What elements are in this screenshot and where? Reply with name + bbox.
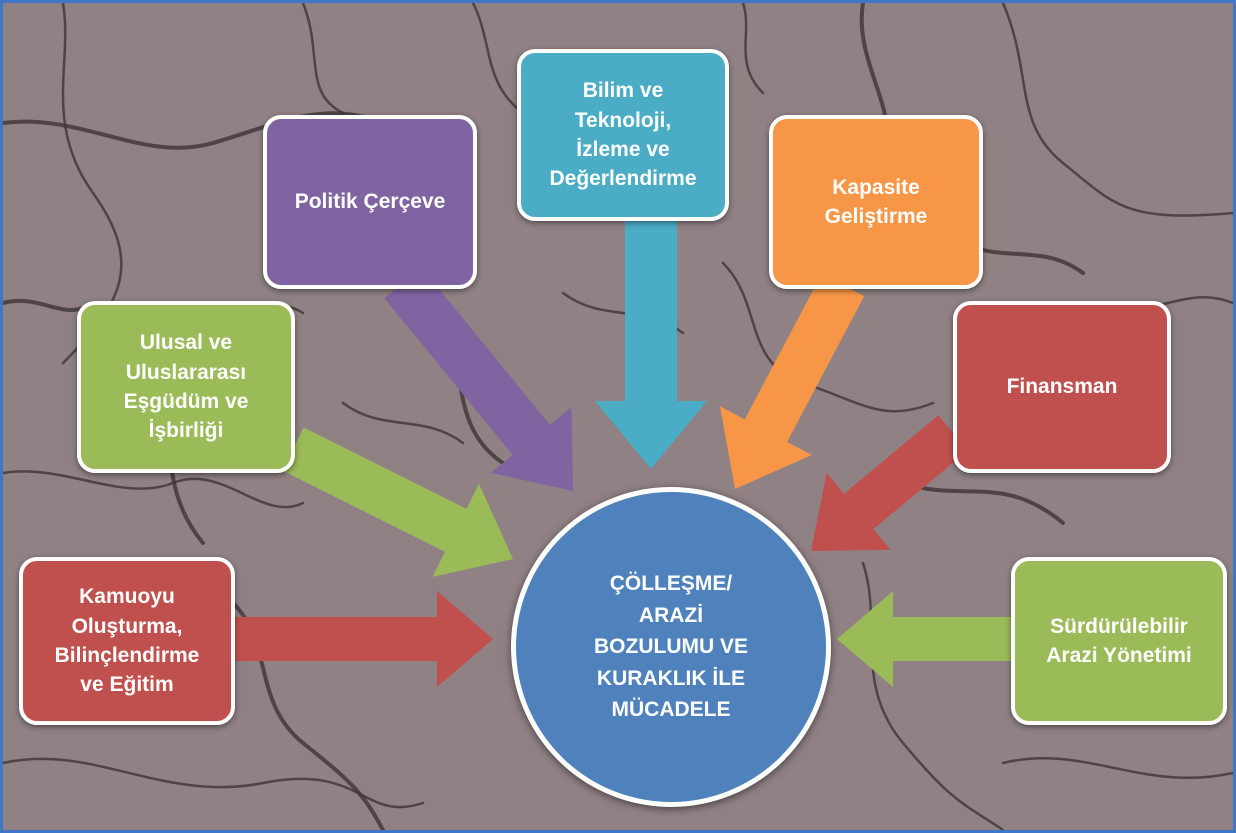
crack-line: [901, 481, 1065, 525]
node-bilim-label: Bilim ve Teknoloji, İzleme ve Değerlendi…: [549, 79, 697, 191]
arrow-politik: [384, 267, 573, 491]
node-kamuoyu-label: Kamuoyu Oluşturma, Bilinçlendirme ve Eği…: [54, 585, 200, 697]
node-kapasite-label: Kapasite Geliştirme: [824, 175, 928, 228]
crack-line: [1001, 756, 1233, 780]
node-kapasite: Kapasite Geliştirme: [769, 115, 983, 289]
node-finansman: Finansman: [953, 301, 1171, 473]
node-politik-label: Politik Çerçeve: [294, 190, 446, 214]
node-surdurulebilir: Sürdürülebilir Arazi Yönetimi: [1011, 557, 1227, 725]
arrow-finansman: [811, 415, 968, 551]
crack-line: [1001, 3, 1233, 217]
node-ulusal-label: Ulusal ve Uluslararası Eşgüdüm ve İşbirl…: [123, 331, 249, 443]
crack-line: [3, 757, 425, 809]
center-circle: ÇÖLLEŞME/ ARAZİ BOZULUMU VE KURAKLIK İLE…: [511, 487, 831, 807]
center-label: ÇÖLLEŞME/ ARAZİ BOZULUMU VE KURAKLIK İLE…: [594, 572, 748, 722]
node-bilim: Bilim ve Teknoloji, İzleme ve Değerlendi…: [517, 49, 729, 221]
crack-line: [471, 3, 525, 115]
node-surdurulebilir-label: Sürdürülebilir Arazi Yönetimi: [1046, 614, 1192, 667]
node-kamuoyu: Kamuoyu Oluşturma, Bilinçlendirme ve Eği…: [19, 557, 235, 725]
node-finansman-label: Finansman: [1006, 375, 1118, 399]
crack-line: [341, 401, 465, 445]
crack-line: [3, 111, 405, 150]
arrows-layer: [233, 215, 1011, 687]
arrow-kamuoyu: [233, 591, 493, 687]
crack-line: [741, 3, 765, 95]
node-ulusal: Ulusal ve Uluslararası Eşgüdüm ve İşbirl…: [77, 301, 295, 473]
arrow-ulusal: [282, 427, 513, 577]
crack-line: [301, 3, 345, 115]
arrow-bilim: [595, 215, 707, 469]
arrow-surdurulebilir: [837, 591, 1011, 687]
node-politik: Politik Çerçeve: [263, 115, 477, 289]
arrow-kapasite: [719, 273, 865, 489]
